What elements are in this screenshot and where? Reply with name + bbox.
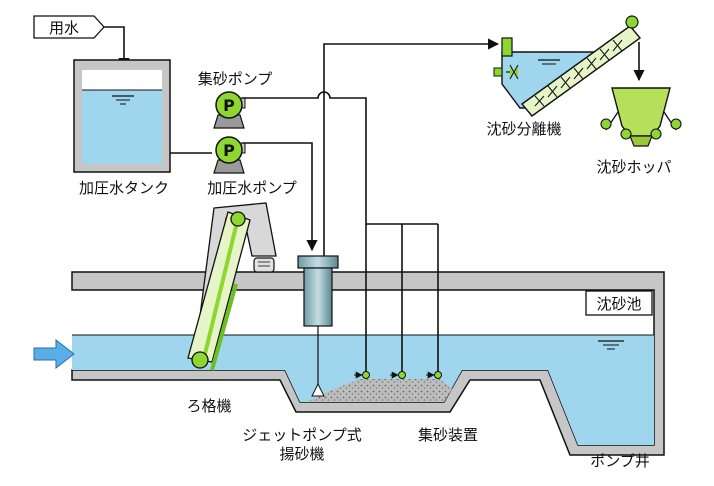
collector-nozzles [354,371,442,379]
collector-label: 集砂装置 [418,426,478,444]
jet-pump-inlet [311,382,325,397]
pressure-pump-label: 加圧水ポンプ [207,179,297,197]
hopper-body [611,87,671,137]
hopper-gate [629,135,653,147]
pressure-water-tank: 加圧水タンク [73,59,171,197]
water-supply-pipe [104,26,130,70]
sand-hopper: 沈砂ホッパ [596,87,682,176]
water-supply: 用水 [33,15,130,70]
tank-air [82,70,162,90]
basin-label-box [585,290,653,316]
pressure-water-pump: P 加圧水ポンプ [207,136,297,197]
basin-label: 沈砂池 [596,295,641,313]
jet-pump-sand-lifter: ジェットポンプ式 揚砂機 [242,255,362,463]
sand-pump-symbol: P [223,96,235,115]
jet-pump-flange [297,255,339,269]
screen-label: ろ格機 [186,397,231,415]
pressure-pump-symbol: P [223,141,235,160]
water-supply-label: 用水 [49,19,79,37]
separator-inlet-box [501,37,513,57]
agitator-icon [509,64,519,80]
pressure-pump-discharge-pipe [242,142,318,252]
pump-well-label: ポンプ井 [590,452,650,470]
screw-flights [534,39,623,107]
jet-pump-body [303,267,333,327]
sand-lift-pipe [323,38,500,256]
water-supply-tag [33,15,105,39]
pressure-pump-icon [215,136,243,164]
jet-pump-label-1: ジェットポンプ式 [242,426,362,444]
sand-bed [306,379,452,402]
screen-bottom-sprocket [191,351,209,369]
sand-pump-label: 集砂ポンプ [198,70,273,88]
screen-motor [253,257,275,273]
bar-screen: ろ格機 [186,202,277,415]
jet-pump-label-2: 揚砂機 [279,445,324,463]
tank-label: 加圧水タンク [79,179,169,197]
inflow-arrow [33,338,75,370]
water-level-mark [598,340,624,350]
screen-top-sprocket [230,211,246,227]
sand-pump-discharge-pipe [242,91,438,225]
separator-label: 沈砂分離機 [486,120,561,138]
sand-collection-pump: P 集砂ポンプ [198,70,273,129]
settling-basin: 沈砂池 [71,271,665,456]
screw-drive-icon [625,15,639,29]
sand-pump-icon [215,91,243,119]
hopper-label: 沈砂ホッパ [596,158,671,176]
tank-water [82,90,162,164]
sand-separator: 沈砂分離機 [486,15,645,138]
